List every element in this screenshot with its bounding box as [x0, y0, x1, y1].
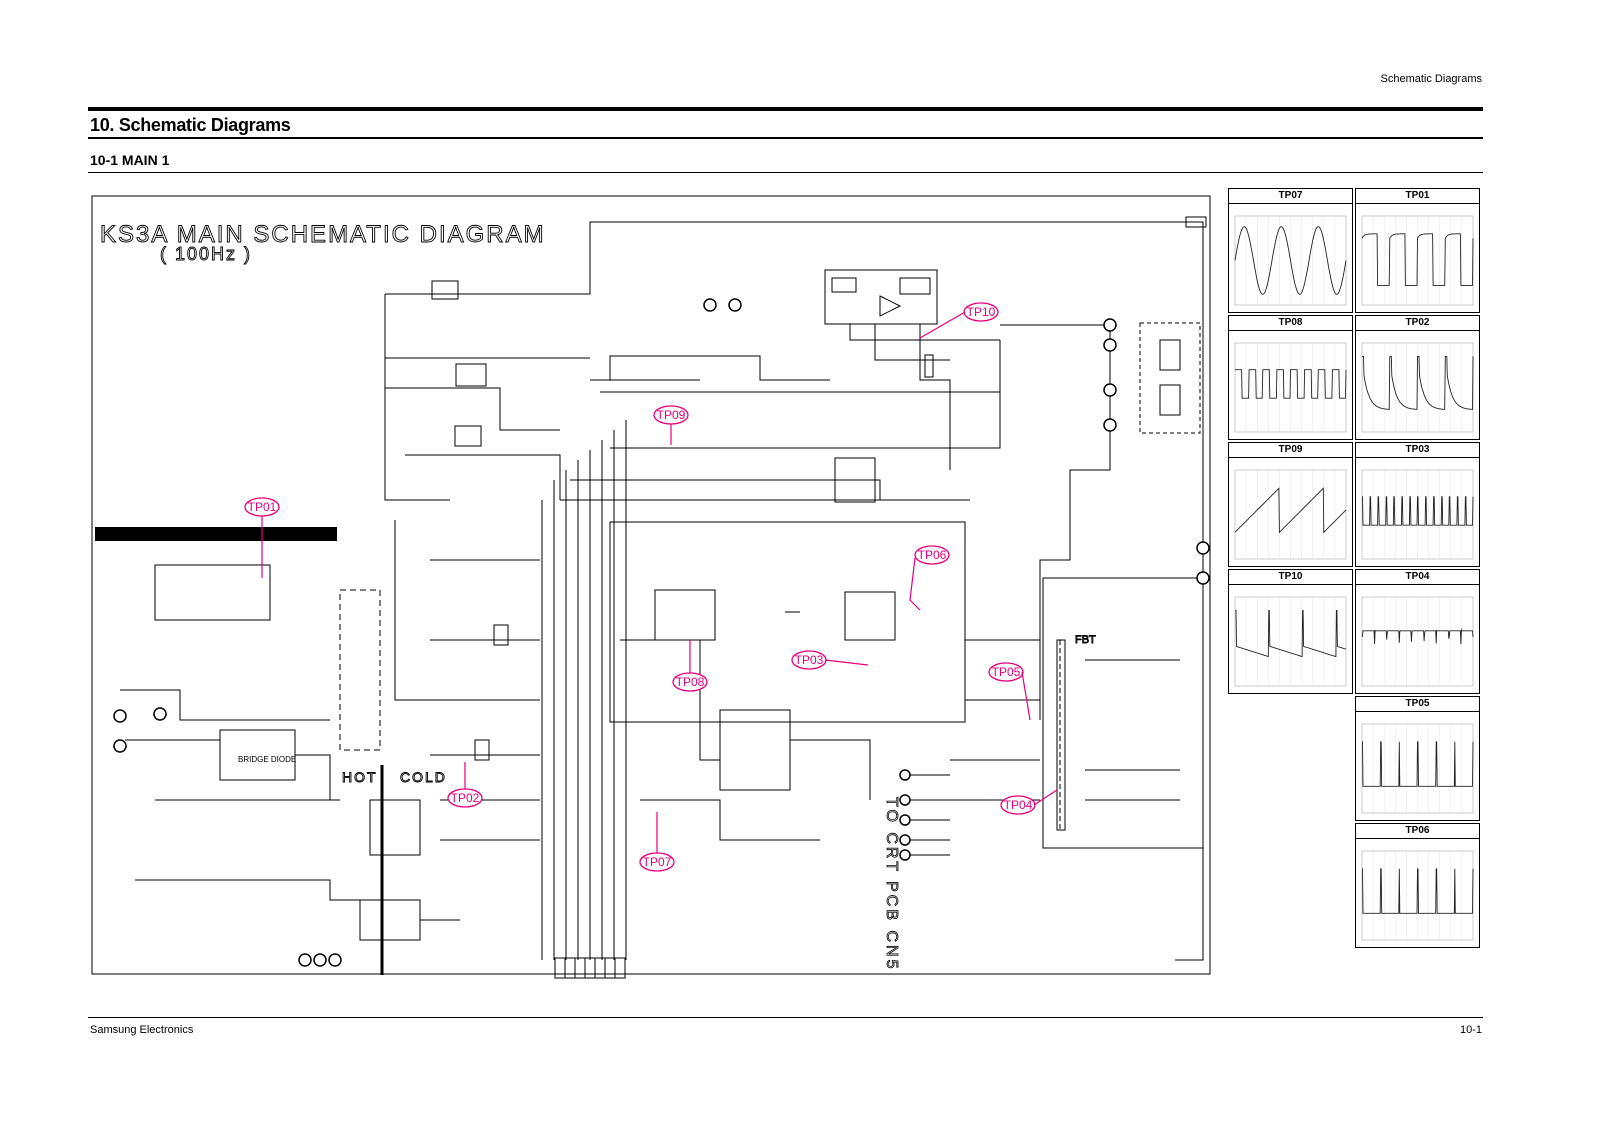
footer-company: Samsung Electronics — [90, 1024, 194, 1036]
waveform-trace-tp08 — [1234, 342, 1347, 433]
waveform-label: TP05 — [1356, 697, 1479, 712]
waveform-trace-tp01 — [1361, 215, 1474, 306]
deflection-yoke-box — [1139, 322, 1201, 434]
tp05-label: TP05 — [992, 665, 1021, 679]
tp09-label: TP09 — [657, 408, 686, 422]
hot-label: HOT — [342, 769, 378, 785]
schematic-border — [91, 195, 1211, 975]
waveform-panel-tp05: TP05 — [1355, 696, 1480, 821]
waveform-panel-tp02: TP02 — [1355, 315, 1480, 440]
waveform-trace-tp06 — [1361, 850, 1474, 941]
fbt-box — [1042, 577, 1204, 849]
left-vertical-bus — [384, 294, 450, 501]
waveform-label: TP08 — [1229, 316, 1352, 331]
subtitle-rule — [88, 172, 1483, 173]
schematic-subtitle: ( 100Hz ) — [160, 244, 252, 264]
waveform-panel-tp08: TP08 — [1228, 315, 1353, 440]
footer-page-number: 10-1 — [1459, 1024, 1482, 1036]
schematic-title: KS3A MAIN SCHEMATIC DIAGRAM — [100, 221, 546, 248]
header-section-label: Schematic Diagrams — [1380, 73, 1482, 85]
waveform-panel-tp04: TP04 — [1355, 569, 1480, 694]
waveform-trace-tp09 — [1234, 469, 1347, 560]
relay-box — [359, 899, 421, 941]
footer-rule — [88, 1017, 1483, 1018]
hot-ground-bar — [95, 527, 337, 541]
regulator-ic-box — [431, 280, 459, 300]
ic301-box — [824, 269, 938, 325]
waveform-trace-tp04 — [1361, 596, 1474, 687]
top-rail-connector — [1185, 216, 1207, 228]
waveform-trace-tp02 — [1361, 342, 1474, 433]
waveform-label: TP02 — [1356, 316, 1479, 331]
waveform-label: TP06 — [1356, 824, 1479, 839]
waveform-label: TP01 — [1356, 189, 1479, 204]
to-crt-label: TO CRT PCB CN5 — [883, 797, 900, 971]
waveform-label: TP04 — [1356, 570, 1479, 585]
ic801-box — [154, 564, 271, 621]
tp06-label: TP06 — [918, 548, 947, 562]
tp02-label: TP02 — [451, 791, 480, 805]
bottom-harness-connector — [554, 957, 626, 979]
tp08-label: TP08 — [676, 675, 705, 689]
tp07-label: TP07 — [643, 855, 672, 869]
tp05-callout — [988, 662, 1024, 682]
bridge-diode-label: BRIDGE DIODE — [238, 755, 296, 764]
tp01-label: TP01 — [248, 500, 277, 514]
horizontal-drive-box — [609, 521, 966, 723]
waveform-label: TP10 — [1229, 570, 1352, 585]
waveform-trace-tp03 — [1361, 469, 1474, 560]
bridge-rectifier — [369, 799, 421, 856]
waveform-panel-tp09: TP09 — [1228, 442, 1353, 567]
fbt-core — [1056, 639, 1066, 831]
waveform-trace-tp07 — [1234, 215, 1347, 306]
waveform-trace-tp05 — [1361, 723, 1474, 814]
tp10-label: TP10 — [967, 305, 996, 319]
right-rail-wire — [1175, 221, 1204, 961]
top-rail-wire — [589, 221, 1195, 294]
section-subtitle: 10-1 MAIN 1 — [90, 152, 170, 168]
cold-label: COLD — [400, 769, 447, 785]
yoke-coil-top — [1159, 339, 1181, 371]
waveform-panel-tp07: TP07 — [1228, 188, 1353, 313]
waveform-label: TP09 — [1229, 443, 1352, 458]
waveform-panel-tp01: TP01 — [1355, 188, 1480, 313]
section-rule — [88, 137, 1483, 139]
header-rule — [88, 107, 1483, 111]
smps-transformer — [339, 589, 381, 751]
waveform-label: TP07 — [1229, 189, 1352, 204]
yoke-coil-bottom — [1159, 384, 1181, 416]
ic401-box — [654, 589, 716, 641]
fbt-label: FBT — [1075, 634, 1096, 646]
tp04-label: TP04 — [1004, 798, 1033, 812]
section-title: 10. Schematic Diagrams — [90, 115, 291, 135]
waveform-label: TP03 — [1356, 443, 1479, 458]
waveform-trace-tp10 — [1234, 596, 1347, 687]
waveform-panel-tp03: TP03 — [1355, 442, 1480, 567]
tp03-label: TP03 — [795, 653, 824, 667]
waveform-panel-tp06: TP06 — [1355, 823, 1480, 948]
waveform-panel-tp10: TP10 — [1228, 569, 1353, 694]
ic404-box — [719, 709, 791, 791]
tp06-callout — [914, 545, 950, 565]
